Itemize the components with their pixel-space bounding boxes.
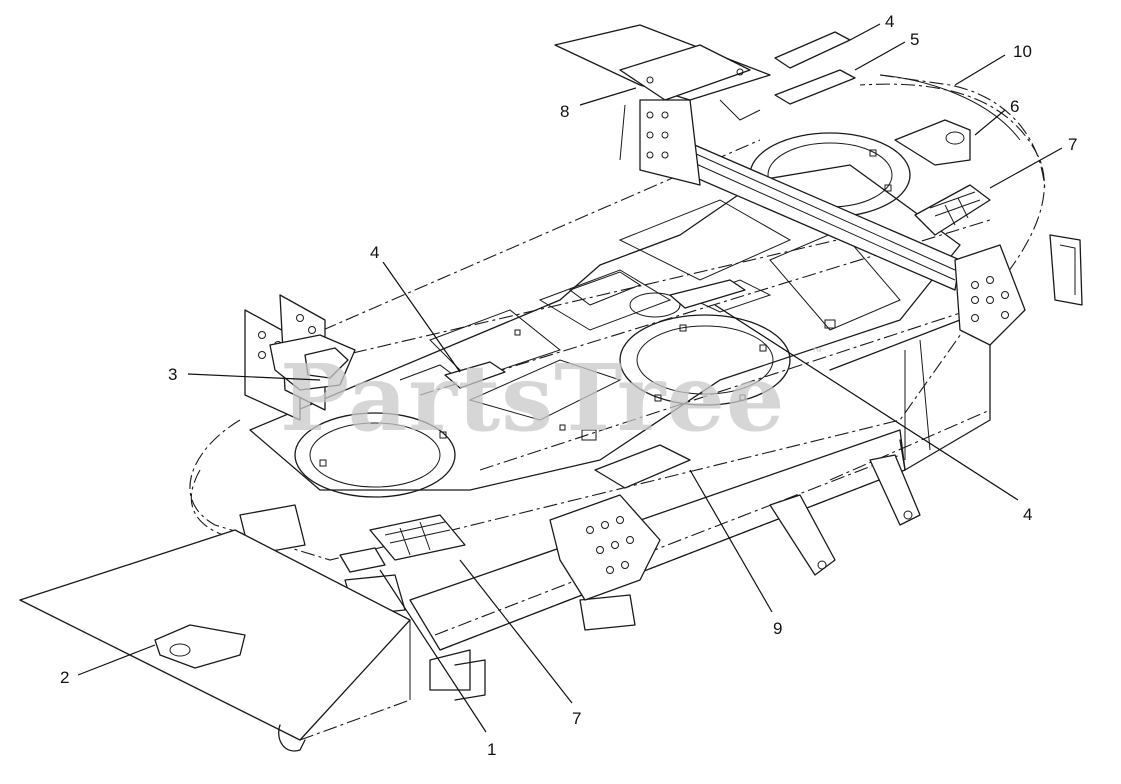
spindle-opening-center [619, 314, 791, 406]
decals-top [774, 31, 856, 105]
callout-4-right: 4 [1023, 505, 1032, 524]
callout-6: 6 [1010, 97, 1019, 116]
callout-9: 9 [773, 619, 782, 638]
part-4-decal-center [444, 361, 506, 389]
watermark-trademark: ™ [812, 347, 822, 358]
callout-2: 2 [60, 668, 69, 687]
rear-top-bracket [554, 24, 771, 186]
callout-10: 10 [1013, 42, 1032, 61]
part-9-decal [594, 444, 691, 489]
part-7-decal-front [369, 514, 466, 561]
part-3-bracket [269, 334, 356, 391]
part-2-discharge-chute [19, 529, 411, 752]
callout-1: 1 [487, 740, 496, 759]
callout-leaders [77, 23, 1063, 733]
callout-7-right: 7 [1068, 135, 1077, 154]
lift-arms [769, 454, 921, 576]
callout-7-bottom: 7 [572, 709, 581, 728]
front-hanger-bracket [549, 494, 661, 601]
deck-lower-curves [299, 620, 411, 741]
callout-labels: 4 5 10 8 6 7 4 3 4 9 2 7 1 [60, 12, 1077, 759]
callout-4-top: 4 [885, 12, 894, 31]
deck-cutouts [399, 199, 901, 441]
right-hanger-bracket [954, 234, 1083, 346]
callout-8: 8 [560, 102, 569, 121]
watermark: PartsTree ™ [280, 344, 822, 452]
spindle-opening-left [294, 412, 456, 498]
callout-3: 3 [168, 365, 177, 384]
part-7-decal-right [914, 184, 991, 236]
callout-5: 5 [910, 30, 919, 49]
deck-right-skirt [829, 319, 991, 481]
deck-top-plate [249, 139, 1001, 491]
part-1-decal [339, 547, 386, 573]
part-6-plate [894, 119, 971, 166]
callout-4-left: 4 [370, 243, 379, 262]
part-4-decal-right [669, 279, 746, 309]
watermark-text: PartsTree [280, 344, 785, 452]
